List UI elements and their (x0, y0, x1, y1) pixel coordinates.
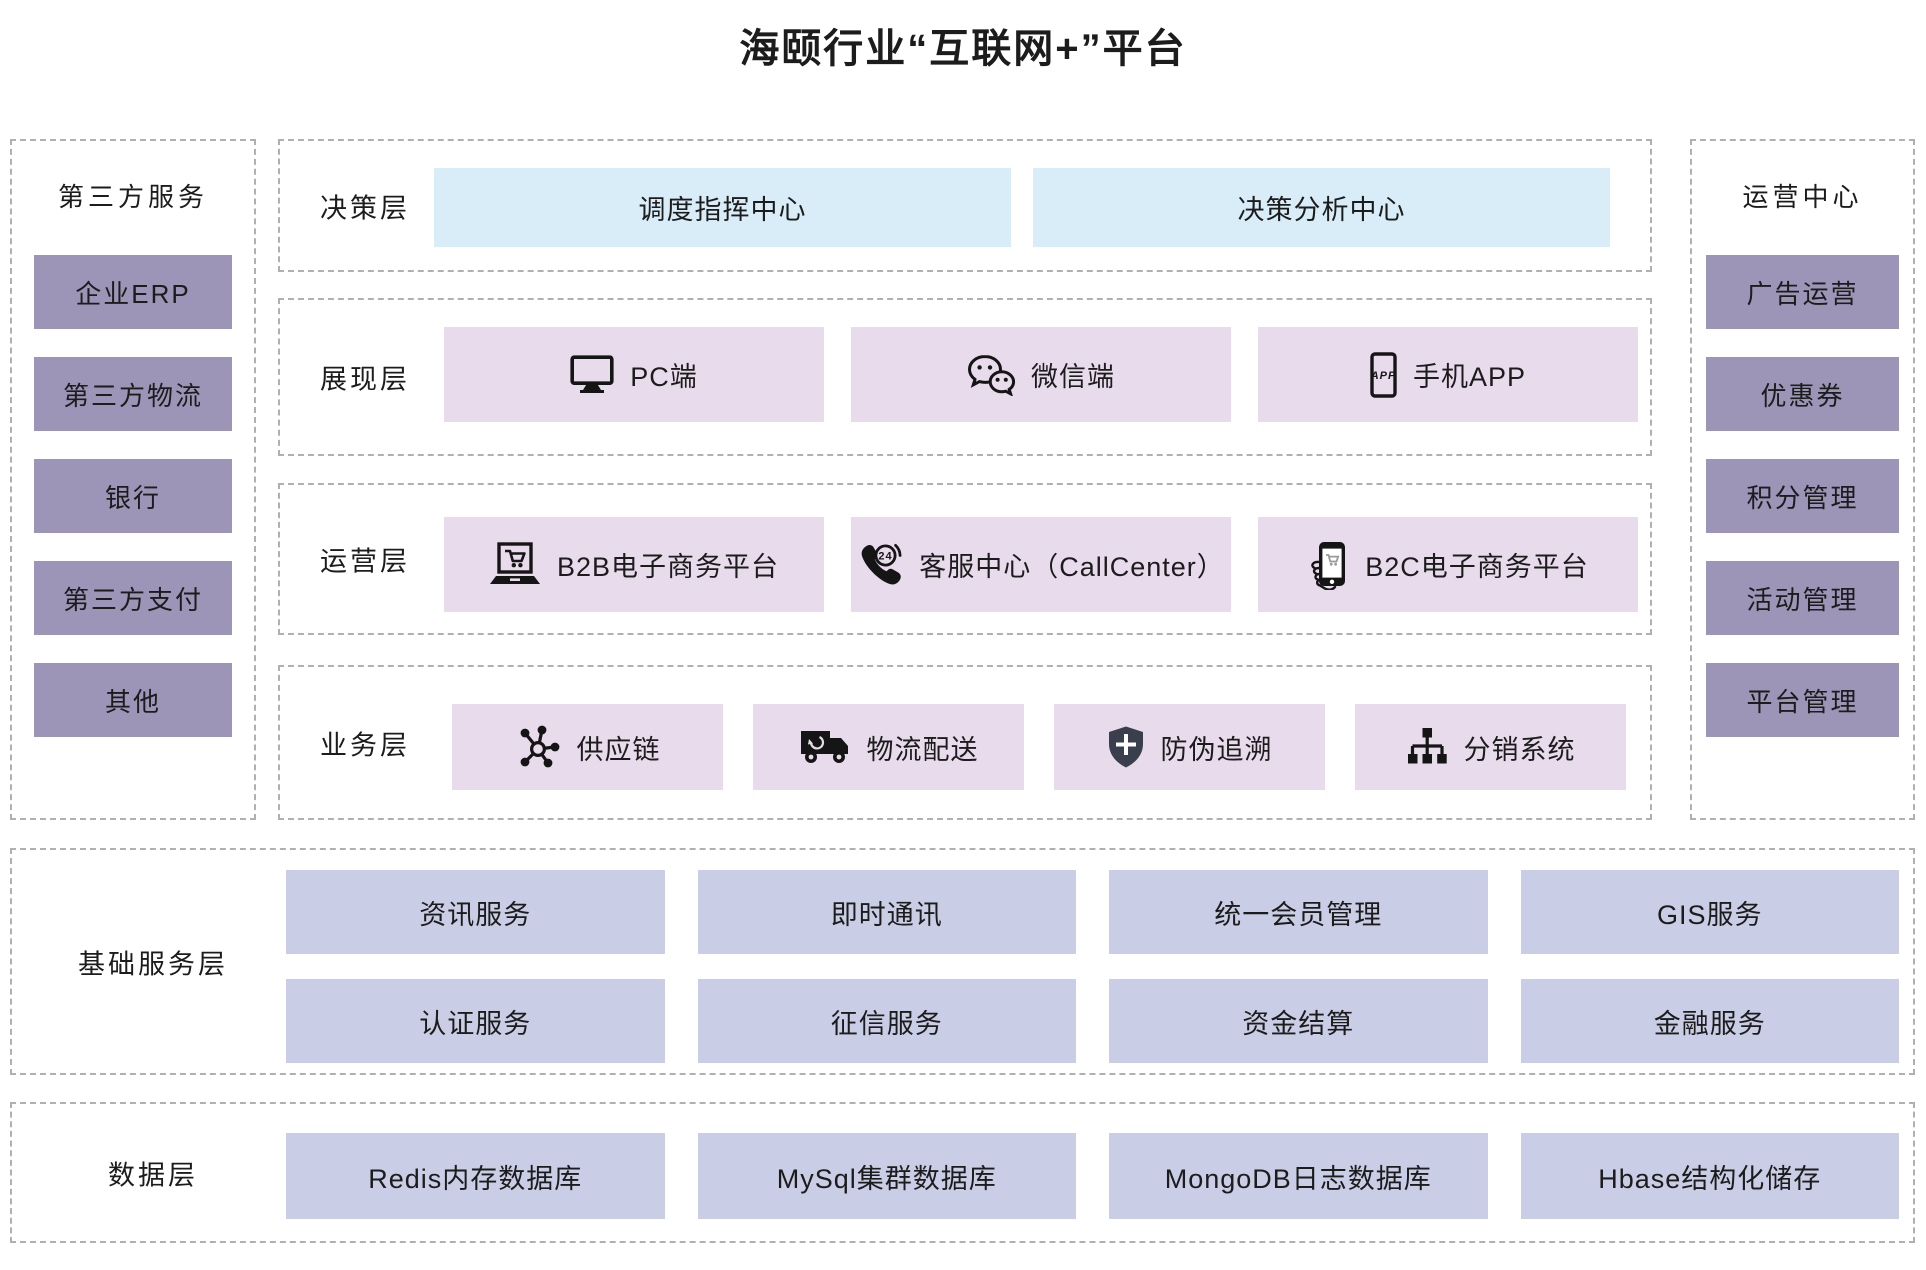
shield-plus-icon (1108, 726, 1143, 768)
presentation-box-wechat: 微信端 (851, 327, 1231, 422)
decision-layer-panel: 决策层 调度指挥中心 决策分析中心 (278, 139, 1652, 272)
callcenter-24-icon: 24 (861, 543, 902, 584)
service-box-im: 即时通讯 (697, 870, 1076, 954)
data-box-mysql: MySql集群数据库 (697, 1133, 1076, 1219)
side-item-logistics: 第三方物流 (34, 357, 232, 431)
operation-box-label: B2C电子商务平台 (1365, 552, 1589, 582)
service-box-credit: 征信服务 (697, 979, 1076, 1063)
data-layer-panel: 数据层 Redis内存数据库 MySql集群数据库 MongoDB日志数据库 H… (10, 1102, 1915, 1243)
operation-box-b2b: B2B电子商务平台 (444, 517, 824, 612)
business-box-supplychain: 供应链 (452, 704, 723, 790)
business-layer-panel: 业务层 供应链 (278, 665, 1652, 820)
page-title: 海颐行业“互联网+”平台 (739, 27, 1187, 71)
business-box-label: 供应链 (576, 734, 661, 765)
operation-box-b2c: B2C电子商务平台 (1258, 517, 1638, 612)
side-item-erp: 企业ERP (34, 255, 232, 329)
business-box-anticounterfeit: 防伪追溯 (1054, 704, 1325, 790)
operation-box-label: 客服中心（CallCenter） (919, 552, 1225, 582)
decision-box-analysis: 决策分析中心 (1033, 168, 1610, 247)
truck-icon (800, 731, 848, 763)
mobile-app-icon: APP (1370, 351, 1397, 398)
side-item-bank: 银行 (34, 459, 232, 533)
operation-center-panel: 运营中心 广告运营 优惠券 积分管理 活动管理 平台管理 (1690, 139, 1915, 820)
data-layer-label: 数据层 (108, 1160, 198, 1190)
decision-layer-label: 决策层 (320, 193, 410, 223)
data-box-redis: Redis内存数据库 (286, 1133, 665, 1219)
operation-box-label: B2B电子商务平台 (556, 552, 780, 582)
side-item-platform: 平台管理 (1706, 663, 1899, 737)
data-box-hbase: Hbase结构化储存 (1520, 1133, 1899, 1219)
service-box-news: 资讯服务 (286, 870, 665, 954)
hand-phone-cart-icon (1311, 541, 1346, 590)
base-service-layer-label: 基础服务层 (78, 949, 228, 979)
third-party-header: 第三方服务 (57, 181, 208, 212)
side-item-other: 其他 (34, 663, 232, 737)
side-item-activity: 活动管理 (1706, 561, 1899, 635)
side-item-ads: 广告运营 (1706, 255, 1899, 329)
service-box-member: 统一会员管理 (1109, 870, 1488, 954)
business-layer-label: 业务层 (320, 730, 410, 760)
business-box-distribution: 分销系统 (1355, 704, 1626, 790)
decision-box-dispatch: 调度指挥中心 (434, 168, 1011, 247)
side-item-points: 积分管理 (1706, 459, 1899, 533)
presentation-box-label: 微信端 (1031, 362, 1115, 392)
business-box-label: 物流配送 (866, 734, 979, 765)
service-box-settlement: 资金结算 (1109, 979, 1488, 1063)
business-box-logistics: 物流配送 (753, 704, 1024, 790)
business-box-label: 分销系统 (1463, 734, 1576, 765)
decision-box-label: 决策分析中心 (1237, 195, 1406, 225)
presentation-box-label: PC端 (630, 362, 698, 392)
wechat-icon (967, 354, 1015, 396)
svg-text:APP: APP (1370, 370, 1396, 382)
third-party-panel: 第三方服务 企业ERP 第三方物流 银行 第三方支付 其他 (10, 139, 256, 820)
monitor-icon (570, 354, 614, 393)
presentation-layer-panel: 展现层 PC端 微信端 (278, 298, 1652, 456)
svg-text:24: 24 (879, 550, 893, 562)
presentation-box-label: 手机APP (1412, 362, 1527, 392)
data-box-mongodb: MongoDB日志数据库 (1109, 1133, 1488, 1219)
operation-layer-label: 运营层 (320, 546, 410, 577)
laptop-cart-icon (489, 541, 540, 584)
side-item-coupon: 优惠券 (1706, 357, 1899, 431)
supply-chain-icon (520, 725, 559, 768)
decision-box-label: 调度指挥中心 (638, 195, 807, 225)
presentation-box-app: APP 手机APP (1258, 327, 1638, 422)
distribution-sitemap-icon (1407, 728, 1447, 764)
service-box-gis: GIS服务 (1520, 870, 1899, 954)
side-item-payment: 第三方支付 (34, 561, 232, 635)
presentation-box-pc: PC端 (444, 327, 824, 422)
base-service-layer-panel: 基础服务层 资讯服务 即时通讯 统一会员管理 GIS服务 认证服务 征信服务 资… (10, 848, 1915, 1075)
service-box-finance: 金融服务 (1520, 979, 1899, 1063)
business-box-label: 防伪追溯 (1160, 734, 1273, 765)
service-box-auth: 认证服务 (286, 979, 665, 1063)
presentation-layer-label: 展现层 (320, 364, 410, 395)
operation-center-header: 运营中心 (1742, 181, 1863, 212)
operation-layer-panel: 运营层 B2B电子商务平台 24 (278, 483, 1652, 635)
operation-box-callcenter: 24 客服中心（CallCenter） (851, 517, 1231, 612)
